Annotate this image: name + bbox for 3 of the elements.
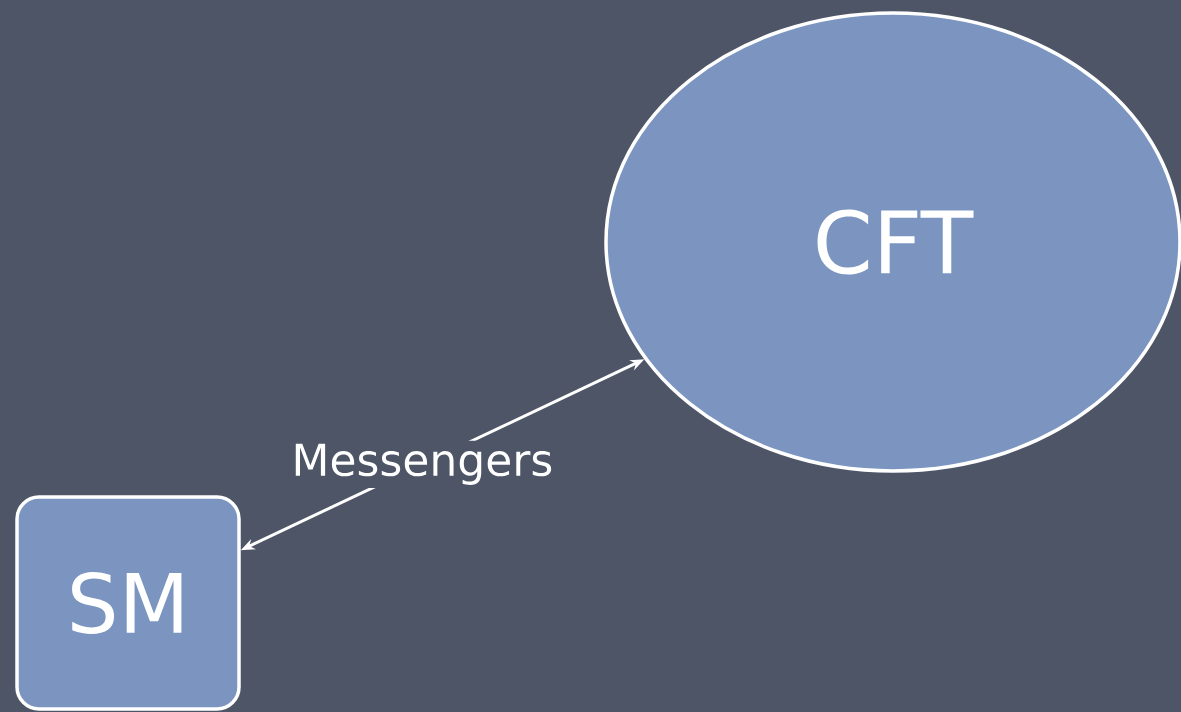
edge-label: Messengers: [295, 443, 552, 485]
ellipse-node: CFT: [604, 11, 1181, 473]
rounded-box: SM: [15, 495, 241, 711]
